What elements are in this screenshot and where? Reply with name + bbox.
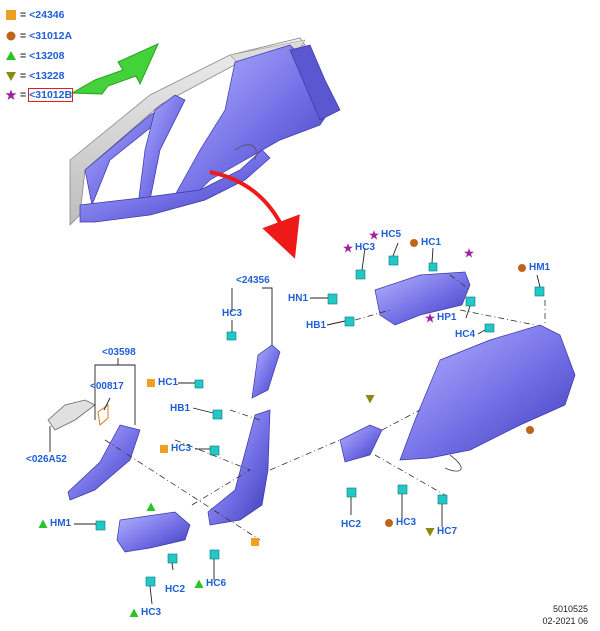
label-hc3-bottom: HC3: [129, 607, 161, 619]
clip-hc5: [388, 255, 399, 266]
label-hn1: HN1: [288, 293, 309, 304]
red-flow-arrow: [209, 170, 300, 259]
clip-outline-part: [97, 404, 109, 426]
label-hm1-right: HM1: [517, 262, 550, 274]
bracket-part: [47, 399, 96, 431]
label-hm1-left: HM1: [38, 518, 71, 530]
legend-code: <31012A: [29, 30, 73, 42]
circle-marker-icon: [384, 518, 394, 528]
square-marker-standalone: [250, 537, 262, 547]
sill-step-trim: [116, 511, 191, 553]
label-hc4: HC4: [455, 329, 476, 340]
label-hb1-upper: HB1: [306, 320, 327, 331]
triangle-up-marker-icon: [194, 579, 204, 589]
legend-row-star: = <31012B: [5, 88, 74, 102]
legend-row-triangle: = <13208: [5, 49, 64, 63]
leader-lines: [49, 242, 541, 605]
label-24356: <24356: [236, 275, 270, 286]
circle-marker-icon: [5, 30, 17, 42]
circle-marker-icon: [409, 238, 419, 248]
label-hc1-left: HC1: [146, 377, 178, 389]
quarter-trim-panel: [399, 324, 576, 461]
legend-row-triangle-down: = <13228: [5, 69, 64, 83]
green-callout-arrow: [70, 43, 159, 95]
revision-date: 02-2021 06: [542, 616, 588, 626]
clip-hc1-upper: [428, 262, 438, 272]
label-hc2-mid: HC2: [341, 519, 362, 530]
triangle-down-marker-standalone: [365, 394, 377, 404]
clip-hb1-upper: [344, 316, 355, 327]
clip-hn1: [327, 293, 338, 305]
clip-hc6: [209, 549, 220, 560]
clip-hc3-mid: [397, 484, 408, 495]
clip-hc1-left: [194, 379, 204, 389]
triangle-up-marker-icon: [5, 50, 17, 62]
clip-hm1-left: [95, 520, 106, 531]
clip-hc2-mid: [346, 487, 357, 498]
label-hc6: HC6: [194, 578, 226, 590]
label-00817: <00817: [90, 381, 124, 392]
triangle-down-marker-icon: [425, 527, 435, 537]
square-marker-icon: [159, 444, 169, 454]
clip-hc4: [484, 323, 495, 333]
legend-code: <13228: [29, 70, 65, 82]
legend-row-square: = <24346: [5, 8, 64, 22]
pillar-upper-trim: [251, 344, 281, 399]
clip-hc2-left: [167, 553, 178, 564]
triangle-up-marker-icon: [129, 608, 139, 618]
legend-code: <24346: [29, 9, 65, 21]
upper-cargo-trim: [374, 271, 471, 326]
interior-trim-assembly: [79, 44, 341, 223]
wire-harness-lower: [444, 454, 462, 472]
label-hb1-left: HB1: [170, 403, 191, 414]
square-marker-icon: [5, 9, 17, 21]
square-marker-icon: [250, 537, 260, 547]
clip-hc3-bottom: [145, 576, 156, 587]
star-marker-icon: [343, 243, 353, 253]
a-pillar-lower-trim: [67, 424, 141, 501]
clip-hb1-left: [212, 409, 223, 420]
circle-marker-icon: [525, 425, 535, 435]
reference-number: 5010525: [552, 604, 588, 614]
alignment-lines: [104, 274, 546, 541]
clip-hp1: [465, 296, 476, 307]
label-03598: <03598: [102, 347, 136, 358]
legend-code: <13208: [29, 50, 65, 62]
label-hc5: HC5: [369, 229, 401, 241]
circle-marker-standalone: [525, 425, 537, 435]
triangle-up-marker-icon: [146, 502, 156, 512]
center-cargo-trim: [339, 424, 383, 463]
circle-marker-icon: [517, 263, 527, 273]
label-hc7: HC7: [425, 526, 457, 538]
clip-hc3-star: [355, 269, 366, 280]
triangle-down-marker-icon: [5, 70, 17, 82]
label-hc3-star: HC3: [343, 242, 375, 254]
star-marker-icon: [369, 230, 379, 240]
label-hc3-left: HC3: [159, 443, 191, 455]
triangle-up-marker-icon: [38, 519, 48, 529]
clip-hc3-pillar: [226, 331, 237, 341]
label-hc3-pillar: HC3: [222, 308, 243, 319]
label-026a52: <026A52: [26, 454, 67, 465]
label-hc1-upper: HC1: [409, 237, 441, 249]
legend-code-highlighted: <31012B: [28, 88, 74, 102]
square-marker-icon: [146, 378, 156, 388]
clip-hc7: [437, 494, 448, 505]
wire-harness: [234, 144, 257, 161]
star-marker-icon: [425, 313, 435, 323]
star-marker-icon: [464, 248, 474, 258]
triangle-down-marker-icon: [365, 394, 375, 404]
star-marker-icon: [5, 89, 17, 101]
label-hc2-left: HC2: [165, 584, 186, 595]
clip-hc3-left: [209, 445, 220, 456]
clip-hm1-right: [534, 286, 545, 297]
triangle-marker-standalone: [146, 502, 158, 512]
pillar-lower-trim: [207, 409, 271, 526]
label-hc3-mid: HC3: [384, 517, 416, 529]
label-hp1: HP1: [425, 312, 456, 324]
star-marker-standalone: [464, 248, 476, 258]
legend-row-circle: = <31012A: [5, 29, 72, 43]
